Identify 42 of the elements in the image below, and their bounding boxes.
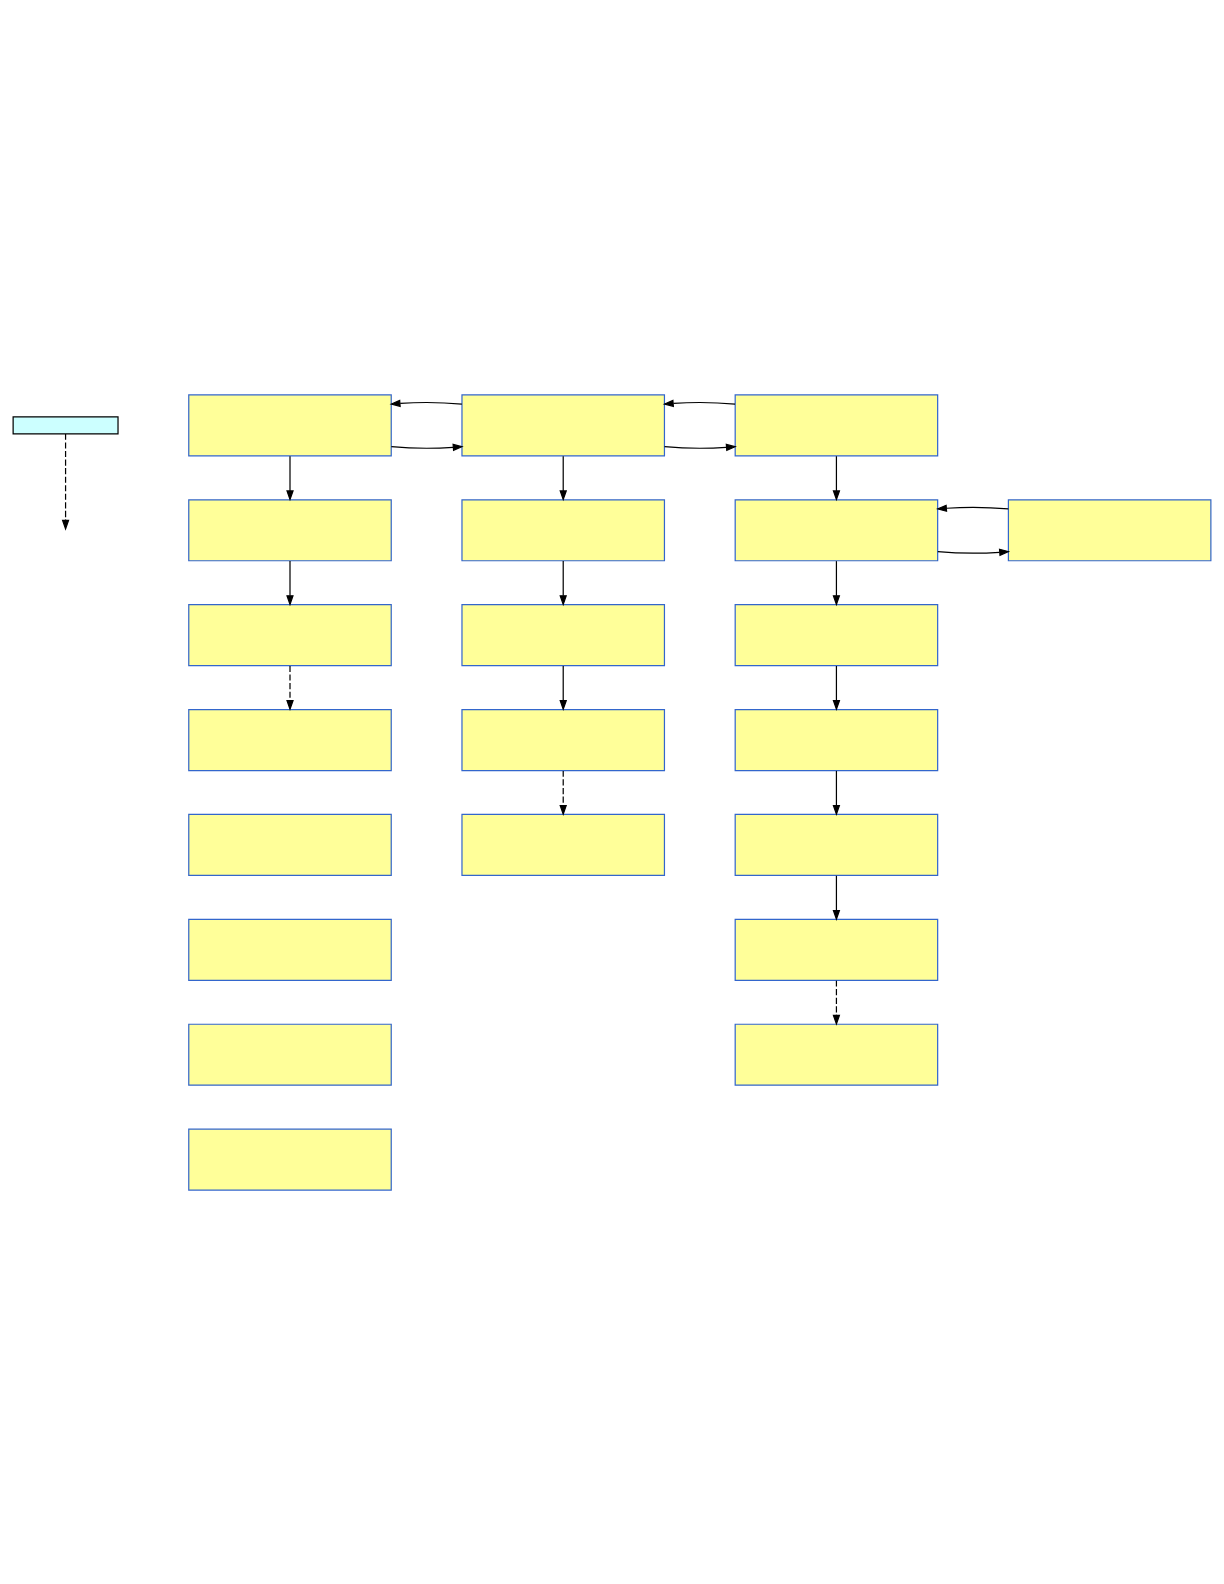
node-bar [12, 415, 119, 435]
arrow [61, 432, 70, 531]
arrow [832, 979, 841, 1026]
arrow [286, 560, 294, 606]
arrow [832, 874, 841, 921]
node-box [461, 603, 666, 666]
arrow [559, 664, 568, 711]
arrow [286, 664, 294, 711]
node-box [188, 393, 392, 456]
arrow [559, 560, 568, 606]
node-box [734, 393, 939, 456]
node-box [734, 918, 939, 981]
node-box [188, 918, 392, 981]
node-box [188, 1023, 392, 1086]
node-box [734, 603, 939, 666]
node-box [188, 708, 392, 771]
node-box [188, 603, 392, 666]
arrow [389, 399, 463, 407]
node-box [734, 1023, 939, 1086]
node-box [461, 813, 666, 876]
node-box [188, 498, 392, 561]
node-box [734, 813, 939, 876]
node-box [461, 498, 666, 561]
node-box [188, 1128, 392, 1191]
node-box [734, 708, 939, 771]
node-box [734, 498, 939, 561]
arrow [559, 455, 568, 501]
arrow [832, 455, 841, 501]
node-box [1007, 498, 1212, 561]
arrow [286, 455, 294, 501]
node-box [188, 813, 392, 876]
arrow [832, 664, 841, 711]
arrow [832, 560, 841, 606]
arrow [832, 769, 841, 816]
arrow [935, 503, 1009, 512]
node-box [461, 393, 666, 456]
arrow [559, 769, 568, 816]
node-box [461, 708, 666, 771]
arrow [662, 399, 736, 407]
arrow [937, 547, 1011, 556]
arrow [390, 443, 464, 451]
arrow [664, 443, 737, 451]
